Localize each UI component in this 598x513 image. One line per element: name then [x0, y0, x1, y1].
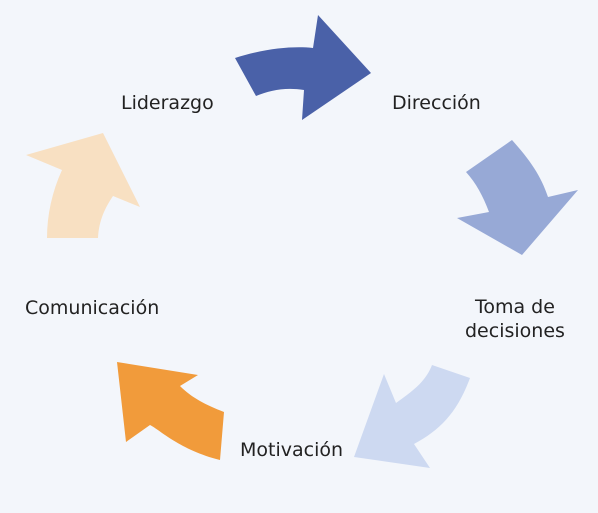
step-label-liderazgo: Liderazgo	[121, 92, 214, 114]
cycle-arrow-2	[457, 140, 578, 255]
cycle-arrow-4	[117, 362, 224, 460]
cycle-arrow-5	[26, 133, 140, 238]
step-label-direccion: Dirección	[392, 92, 481, 114]
step-label-comunicacion: Comunicación	[25, 297, 160, 319]
cycle-arrow-3	[354, 365, 470, 468]
cycle-arrow-1	[235, 15, 371, 120]
step-label-toma-de-decisiones: Toma de decisiones	[465, 296, 565, 342]
step-label-motivacion: Motivación	[240, 439, 344, 461]
